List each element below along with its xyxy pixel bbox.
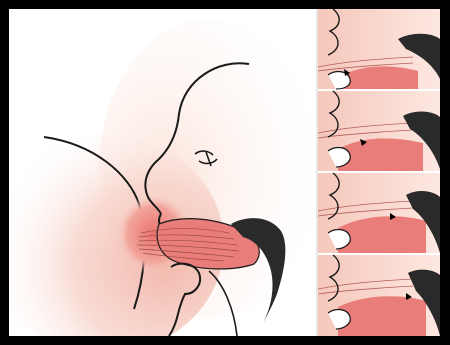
- side-panel-4: [318, 255, 440, 336]
- illustration-canvas: [9, 9, 440, 336]
- side-panels: [317, 9, 440, 336]
- side-panel-1: [318, 9, 440, 89]
- side-panel-3: [318, 173, 440, 253]
- main-illustration: [9, 19, 319, 336]
- side-panel-2: [318, 91, 440, 171]
- illustration-svg: [9, 9, 440, 336]
